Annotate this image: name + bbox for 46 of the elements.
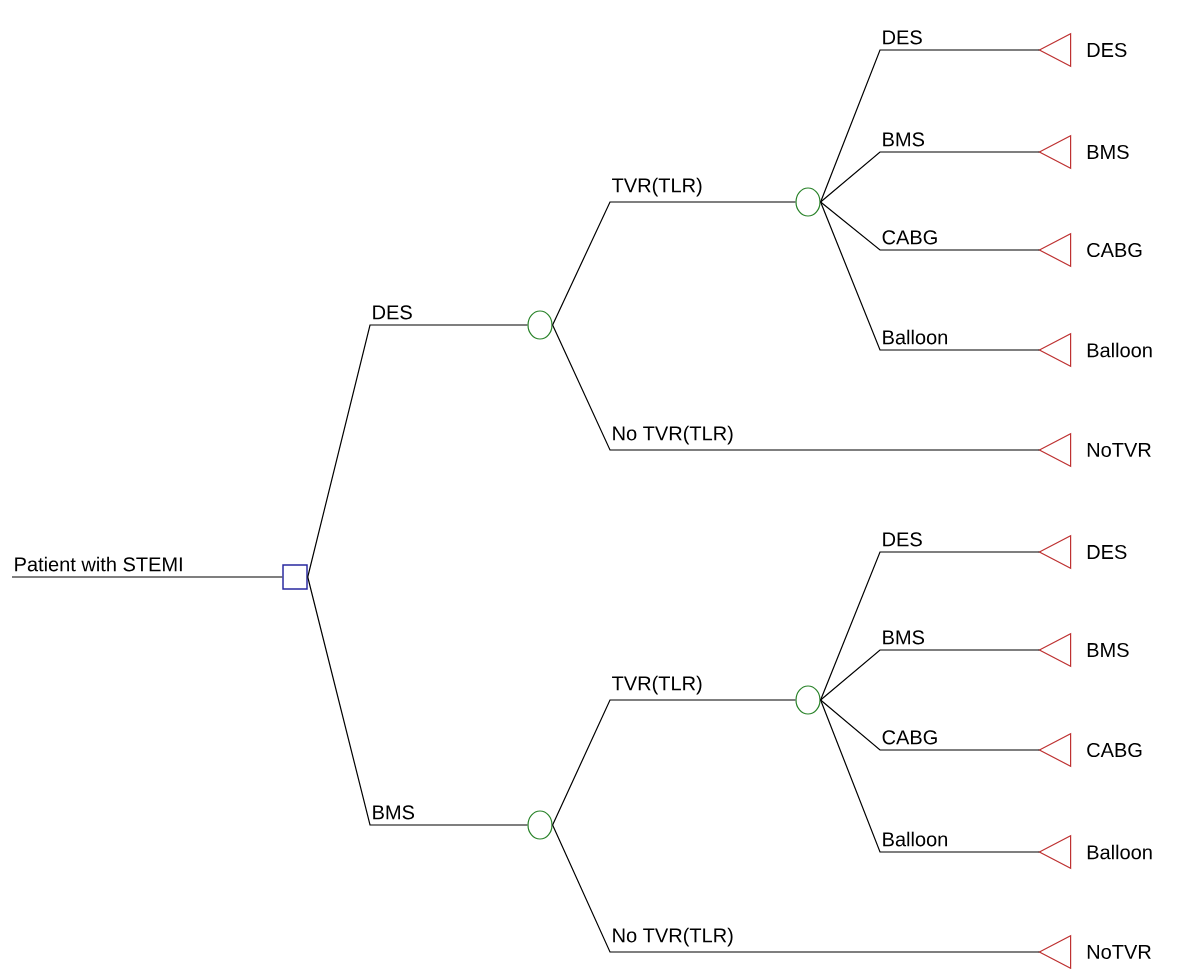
node-label: BMS bbox=[1087, 144, 1129, 160]
node-label: CABG bbox=[1087, 242, 1142, 258]
branch-line bbox=[11, 576, 283, 578]
branch-line bbox=[820, 649, 1040, 701]
chance-circle bbox=[795, 685, 821, 715]
branch-line bbox=[820, 699, 1040, 751]
edge-label: TVR(TLR) bbox=[610, 674, 705, 696]
node-label: Balloon bbox=[1087, 342, 1152, 358]
node-label: Balloon bbox=[1087, 844, 1152, 860]
node-label: NoTVR bbox=[1087, 945, 1151, 959]
node-label: NoTVR bbox=[1087, 443, 1151, 457]
edge-label: No TVR(TLR) bbox=[610, 424, 736, 446]
branch-line bbox=[820, 201, 1040, 251]
edge-label: DES bbox=[370, 303, 415, 321]
chance-circle bbox=[527, 810, 553, 840]
edge-label: BMS bbox=[880, 628, 927, 646]
node-label: DES bbox=[1087, 544, 1127, 560]
terminal-node: NoTVR bbox=[1038, 934, 1151, 969]
edge-label: Balloon bbox=[880, 328, 950, 346]
edge-label: DES bbox=[880, 28, 925, 46]
node-label: DES bbox=[1087, 42, 1127, 58]
node-label: BMS bbox=[1087, 642, 1129, 658]
edge-label: Patient with STEMI bbox=[12, 555, 185, 573]
edge-label: DES bbox=[880, 530, 925, 548]
chance-circle bbox=[527, 310, 553, 340]
branch-line bbox=[820, 551, 1040, 701]
branch-line bbox=[307, 576, 528, 826]
branch-line bbox=[820, 201, 1040, 351]
branch-line bbox=[820, 49, 1040, 203]
edge-label: CABG bbox=[880, 228, 940, 246]
branch-line bbox=[820, 699, 1040, 853]
edge-label: CABG bbox=[880, 728, 940, 746]
branch-line bbox=[552, 201, 796, 326]
branch-line bbox=[820, 151, 1040, 203]
edge-label: BMS bbox=[370, 803, 417, 821]
branch-line bbox=[552, 699, 796, 826]
branch-line bbox=[552, 824, 1040, 953]
edge-label: BMS bbox=[880, 130, 927, 148]
branch-line bbox=[307, 324, 528, 578]
chance-circle bbox=[795, 187, 821, 217]
decision-square bbox=[282, 564, 308, 590]
node-label: CABG bbox=[1087, 742, 1142, 758]
edge-label: No TVR(TLR) bbox=[610, 926, 736, 948]
edge-label: Balloon bbox=[880, 830, 950, 848]
edge-label: TVR(TLR) bbox=[610, 176, 705, 198]
branch-line bbox=[552, 324, 1040, 451]
